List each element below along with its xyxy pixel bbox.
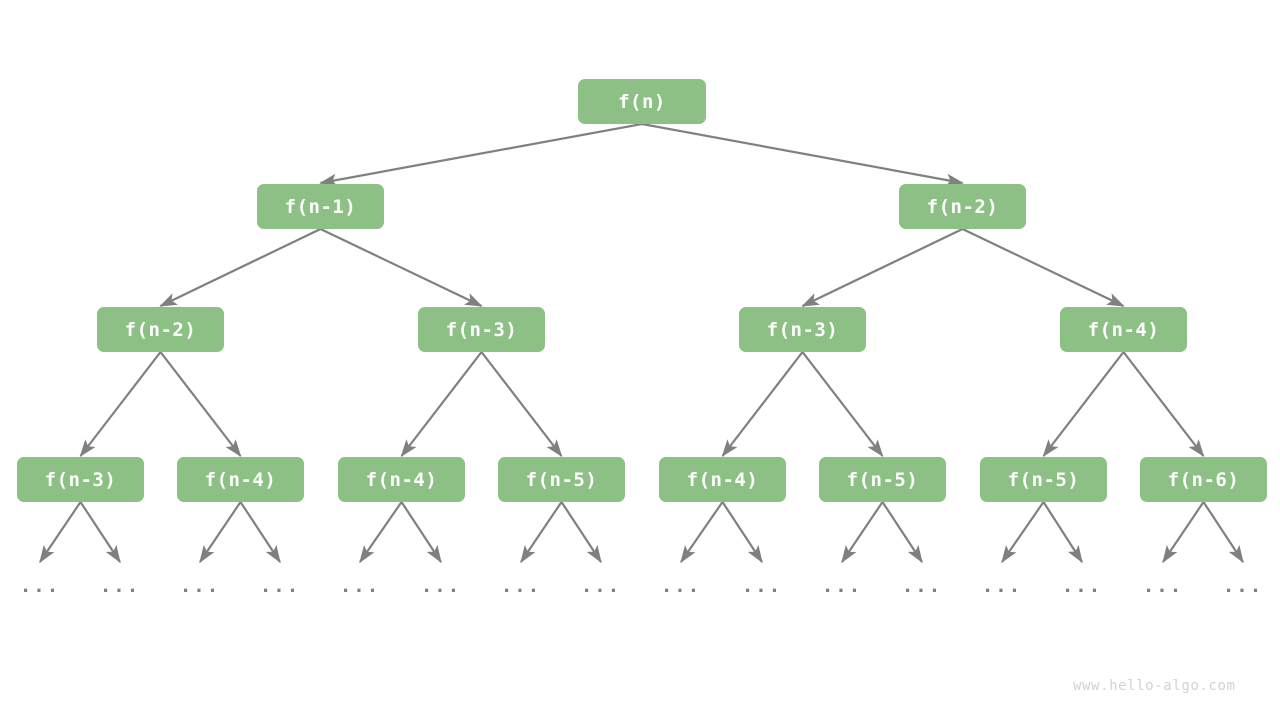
tree-node-n12: f(n-5) — [819, 457, 946, 502]
edge-n3-to-n7 — [79, 351, 162, 458]
watermark: www.hello-algo.com — [1073, 678, 1236, 694]
stub-edge-n10-7 — [560, 501, 602, 564]
edge-n0-to-n1 — [319, 122, 643, 187]
stub-edge-n14-15 — [1202, 501, 1244, 564]
edge-n1-to-n4 — [320, 228, 483, 307]
ellipsis-marker: ... — [99, 575, 141, 597]
edge-n0-to-n2 — [641, 122, 964, 187]
edge-n2-to-n5 — [801, 228, 963, 307]
tree-node-n6: f(n-4) — [1060, 307, 1187, 352]
tree-leaf-stub-edges — [39, 501, 1244, 564]
ellipsis-marker: ... — [259, 575, 301, 597]
edge-n4-to-n10 — [480, 351, 563, 458]
tree-node-n4: f(n-3) — [418, 307, 545, 352]
stub-edge-n12-10 — [841, 501, 884, 564]
ellipsis-marker: ... — [741, 575, 783, 597]
tree-node-n11: f(n-4) — [659, 457, 786, 502]
tree-node-n8: f(n-4) — [177, 457, 304, 502]
stub-edge-n9-5 — [400, 501, 442, 564]
stub-edge-n12-11 — [881, 501, 923, 564]
stub-edge-n13-12 — [1001, 501, 1045, 564]
ellipsis-marker: ... — [19, 575, 61, 597]
edge-n5-to-n12 — [801, 351, 884, 458]
edge-n6-to-n13 — [1042, 351, 1125, 458]
ellipsis-marker: ... — [901, 575, 943, 597]
tree-node-n3: f(n-2) — [97, 307, 224, 352]
stub-edge-n14-14 — [1162, 501, 1205, 564]
tree-node-n9: f(n-4) — [338, 457, 465, 502]
stub-edge-n8-2 — [199, 501, 242, 564]
tree-node-n10: f(n-5) — [498, 457, 625, 502]
ellipsis-marker: ... — [821, 575, 863, 597]
tree-node-n5: f(n-3) — [739, 307, 866, 352]
ellipsis-marker: ... — [420, 575, 462, 597]
ellipsis-marker: ... — [179, 575, 221, 597]
stub-edge-n9-4 — [359, 501, 403, 564]
tree-node-n0: f(n) — [578, 79, 706, 124]
ellipsis-marker: ... — [660, 575, 702, 597]
ellipsis-marker: ... — [339, 575, 381, 597]
tree-edges — [79, 122, 1205, 458]
stub-edge-n10-6 — [520, 501, 563, 564]
ellipsis-marker: ... — [500, 575, 542, 597]
ellipsis-marker: ... — [1222, 575, 1264, 597]
tree-node-n13: f(n-5) — [980, 457, 1107, 502]
tree-node-n2: f(n-2) — [899, 184, 1026, 229]
ellipsis-marker: ... — [981, 575, 1023, 597]
stub-edge-n13-13 — [1042, 501, 1083, 564]
tree-node-n1: f(n-1) — [257, 184, 384, 229]
ellipsis-marker: ... — [1061, 575, 1103, 597]
edge-n4-to-n9 — [400, 351, 483, 458]
edge-n2-to-n6 — [962, 228, 1125, 307]
tree-node-n14: f(n-6) — [1140, 457, 1267, 502]
stub-edge-n8-3 — [239, 501, 281, 564]
stub-edge-n11-9 — [721, 501, 763, 564]
edge-n1-to-n3 — [159, 228, 321, 307]
edge-n3-to-n8 — [159, 351, 242, 458]
tree-node-n7: f(n-3) — [17, 457, 144, 502]
edge-n6-to-n14 — [1122, 351, 1205, 458]
stub-edge-n11-8 — [680, 501, 724, 564]
stub-edge-n7-0 — [39, 501, 82, 564]
stub-edge-n7-1 — [79, 501, 121, 564]
edge-n5-to-n11 — [721, 351, 804, 458]
ellipsis-marker: ... — [580, 575, 622, 597]
ellipsis-marker: ... — [1142, 575, 1184, 597]
